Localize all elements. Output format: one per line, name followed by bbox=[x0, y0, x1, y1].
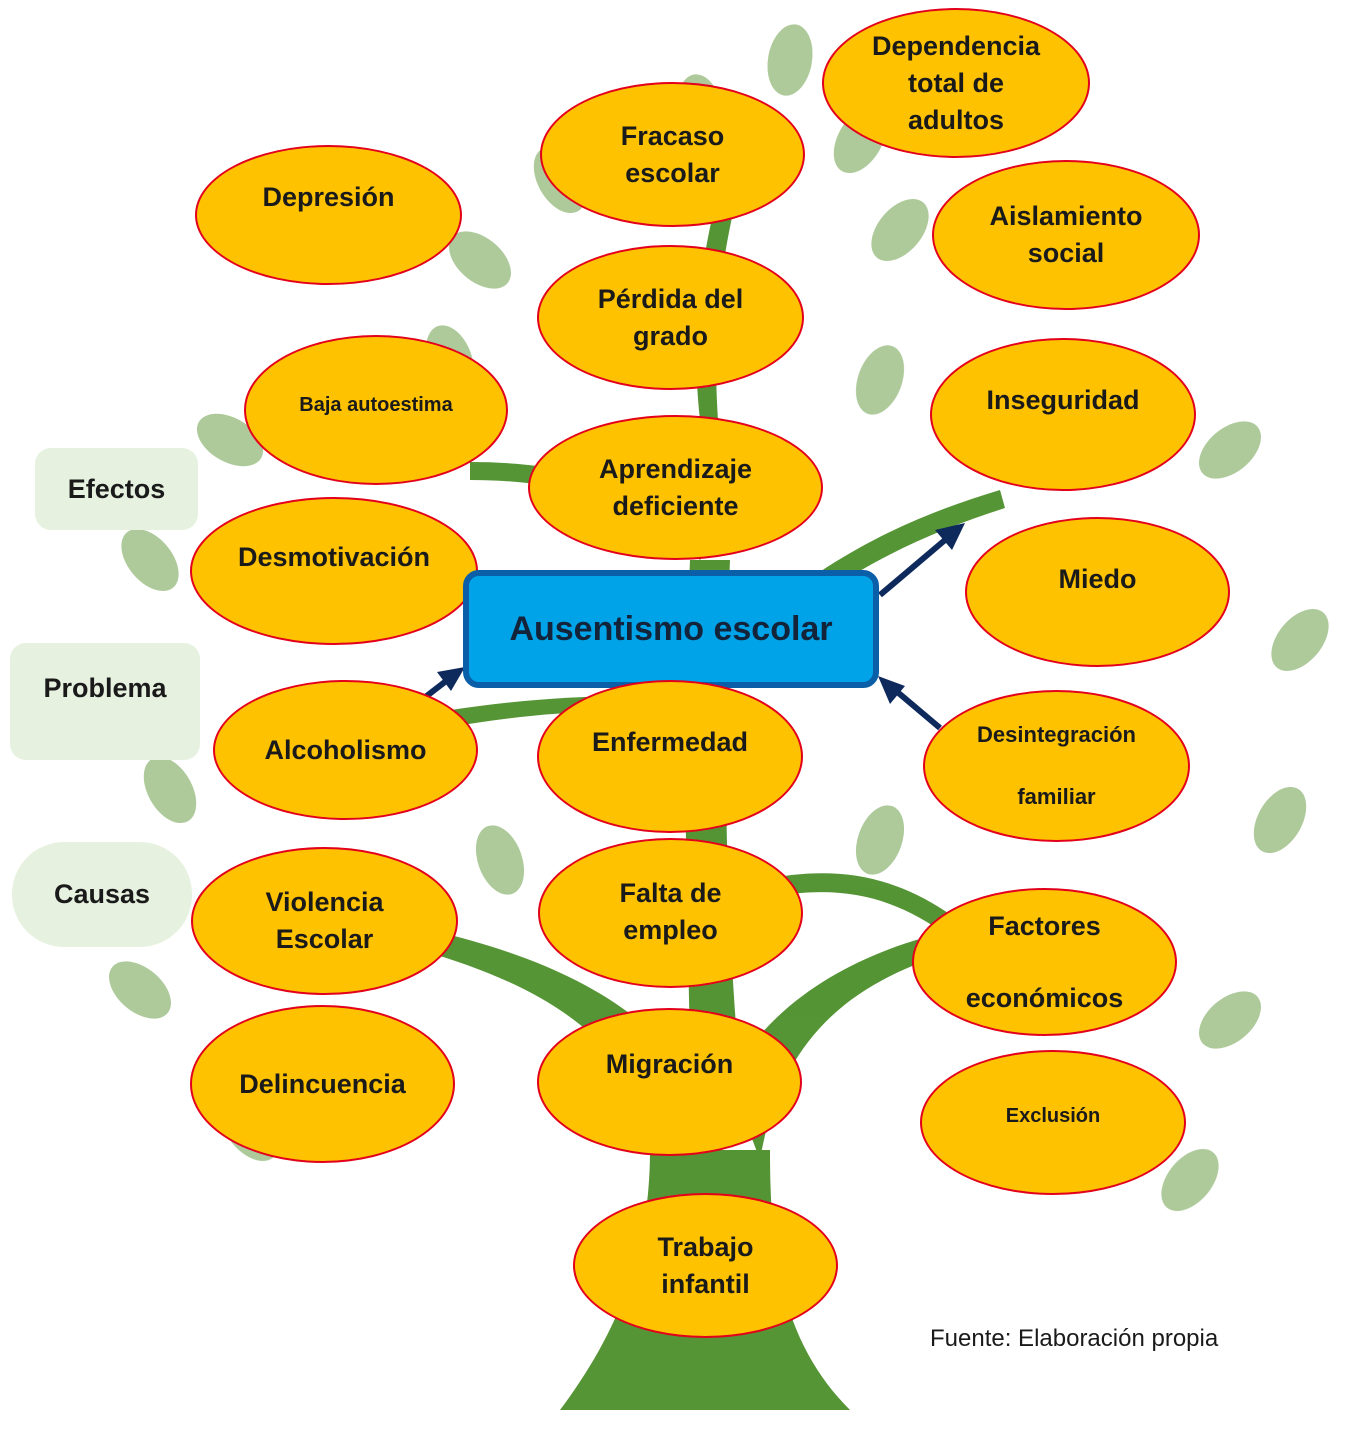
cause-enfermedad: Enfermedad bbox=[537, 680, 803, 833]
cause-alcoholismo: Alcoholismo bbox=[213, 680, 478, 820]
effect-miedo-text: Miedo bbox=[1058, 564, 1137, 594]
effect-desmotivacion-text: Desmotivación bbox=[237, 542, 431, 572]
cause-migracion: Migración bbox=[537, 1008, 802, 1156]
cause-desintegracion: Desintegración familiar bbox=[923, 690, 1190, 842]
effect-fracaso: Fracaso escolar bbox=[540, 82, 805, 227]
causes-label: Causas bbox=[12, 842, 192, 947]
effects-label: Efectos bbox=[35, 448, 198, 530]
cause-trabajo-infantil-text: Trabajo infantil bbox=[657, 1231, 754, 1299]
effect-dependencia-text: Dependencia total de adultos bbox=[871, 30, 1041, 135]
effect-inseguridad: Inseguridad bbox=[930, 338, 1196, 491]
effect-aislamiento-text: Aislamiento social bbox=[989, 201, 1143, 268]
effect-depresion-text: Depresión bbox=[262, 182, 395, 212]
cause-alcoholismo-text: Alcoholismo bbox=[264, 734, 427, 765]
cause-trabajo-infantil: Trabajo infantil bbox=[573, 1193, 838, 1338]
cause-falta-empleo: Falta de empleo bbox=[538, 838, 803, 988]
cause-factores: Factores económicos bbox=[912, 888, 1177, 1036]
effect-desmotivacion: Desmotivación bbox=[190, 497, 478, 645]
cause-delincuencia: Delincuencia bbox=[190, 1005, 455, 1163]
cause-factores-text: Factores económicos bbox=[965, 911, 1124, 1013]
problem-label-text: Problema bbox=[43, 673, 167, 703]
effect-perdida: Pérdida del grado bbox=[537, 245, 804, 390]
cause-exclusion-text: Exclusión bbox=[1005, 1105, 1101, 1127]
effects-label-text: Efectos bbox=[67, 473, 166, 504]
source-note: Fuente: Elaboración propia bbox=[930, 1325, 1219, 1352]
problem-label: Problema bbox=[10, 643, 200, 760]
cause-migracion-text: Migración bbox=[605, 1049, 734, 1079]
tree-leaves bbox=[109, 24, 1329, 1211]
cause-violencia-text: Violencia Escolar bbox=[265, 887, 384, 954]
effect-baja-autoestima-text: Baja autoestima bbox=[299, 394, 453, 416]
cause-falta-empleo-text: Falta de empleo bbox=[619, 878, 722, 945]
cause-enfermedad-text: Enfermedad bbox=[591, 727, 749, 757]
cause-delincuencia-text: Delincuencia bbox=[239, 1068, 406, 1099]
effect-aislamiento: Aislamiento social bbox=[932, 160, 1200, 310]
effect-baja-autoestima: Baja autoestima bbox=[244, 335, 508, 485]
effect-perdida-text: Pérdida del grado bbox=[597, 283, 744, 351]
effect-dependencia: Dependencia total de adultos bbox=[822, 8, 1090, 158]
effect-aprendizaje: Aprendizaje deficiente bbox=[528, 415, 823, 560]
central-problem: Ausentismo escolar bbox=[463, 570, 879, 688]
cause-exclusion: Exclusión bbox=[920, 1050, 1186, 1195]
effect-depresion: Depresión bbox=[195, 145, 462, 285]
arrows bbox=[413, 523, 965, 731]
causes-label-text: Causas bbox=[53, 879, 151, 909]
cause-desintegracion-text: Desintegración familiar bbox=[977, 722, 1136, 809]
effect-aprendizaje-text: Aprendizaje deficiente bbox=[598, 453, 753, 521]
cause-violencia: Violencia Escolar bbox=[191, 847, 458, 995]
central-problem-text: Ausentismo escolar bbox=[509, 609, 833, 648]
effect-miedo: Miedo bbox=[965, 517, 1230, 667]
effect-inseguridad-text: Inseguridad bbox=[986, 385, 1140, 415]
effect-fracaso-text: Fracaso escolar bbox=[620, 120, 725, 188]
